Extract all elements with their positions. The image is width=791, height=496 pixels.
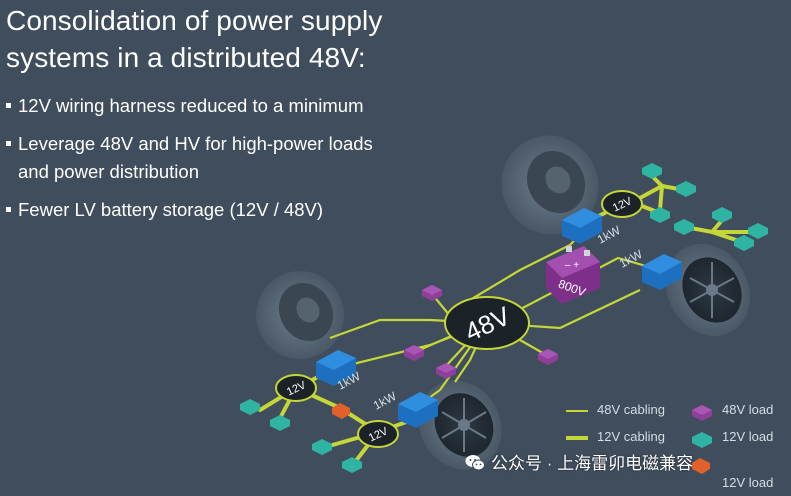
legend-48v-cabling: 48V cabling: [566, 402, 665, 418]
load-12v-icon: [650, 207, 670, 223]
watermark: 公众号 · 上海雷卯电磁兼容: [465, 452, 693, 476]
wheel-front-right: [665, 243, 751, 337]
legend-48v-load: 48V load: [722, 402, 773, 418]
watermark-text: 公众号 · 上海雷卯电磁兼容: [491, 454, 694, 473]
load-12v-icon: [240, 399, 260, 415]
load-12v-icon: [748, 223, 768, 239]
load-12v-icon: [734, 235, 754, 251]
wheel-rear-left: [256, 271, 344, 359]
legend-label: 12V cabling: [597, 429, 665, 444]
bullet-item: Fewer LV battery storage (12V / 48V): [6, 196, 406, 224]
legend-12v-load-extra: 12V load: [722, 475, 773, 491]
wheel-front-left: [418, 380, 502, 470]
title-line-1: Consolidation of power supply: [6, 5, 383, 36]
load-12v-icon: [712, 207, 732, 223]
hub-12v-rear-left: 12V: [275, 374, 317, 402]
slide-title: Consolidation of power supply systems in…: [6, 2, 426, 76]
legend-label: 12V load: [722, 475, 774, 490]
load-12v-icon: [642, 163, 662, 179]
legend-12v-load: 12V load: [722, 429, 773, 445]
bullet-list: 12V wiring harness reduced to a minimum …: [6, 92, 406, 234]
converter-rear-left: 1kW: [316, 350, 363, 393]
legend-icons: [692, 405, 712, 474]
legend-label: 48V load: [722, 402, 774, 417]
load-12v-icon: [676, 181, 696, 197]
hub-12v-front-left: 12V: [357, 420, 399, 448]
fuse-icon: [332, 403, 350, 419]
load-12v-icon: [674, 219, 694, 235]
load-12v-icon: [342, 457, 362, 473]
wheel-rear-right: [501, 135, 599, 235]
legend-12v-load-icon: [692, 432, 712, 448]
loads-12v: [240, 163, 768, 473]
legend-label: 12V load: [722, 429, 774, 444]
converter-label: 1kW: [617, 247, 645, 271]
bullet-item: Leverage 48V and HV for high-power loads…: [6, 130, 406, 186]
hub-12v-rear-right: 12V: [601, 190, 643, 218]
load-12v-icon: [312, 439, 332, 455]
converter-front-left: 1kW: [371, 389, 438, 428]
battery-800v: 800V – +: [546, 246, 600, 304]
legend-label: 48V cabling: [597, 402, 665, 417]
converter-front-right: 1kW: [617, 247, 682, 290]
loads-48v-top: [404, 285, 558, 373]
wechat-icon: [465, 455, 485, 471]
converter-label: 1kW: [371, 389, 399, 413]
bullet-item: 12V wiring harness reduced to a minimum: [6, 92, 406, 120]
legend-12v-line: [566, 435, 588, 440]
legend-48v-line: [566, 409, 588, 412]
legend-fuse-icon: [692, 458, 710, 474]
hub-48v: 48V: [444, 296, 530, 350]
legend-12v-cabling: 12V cabling: [566, 429, 665, 445]
title-line-2: systems in a distributed 48V:: [6, 42, 366, 73]
battery-symbols: – +: [565, 260, 579, 271]
load-12v-icon: [270, 415, 290, 431]
